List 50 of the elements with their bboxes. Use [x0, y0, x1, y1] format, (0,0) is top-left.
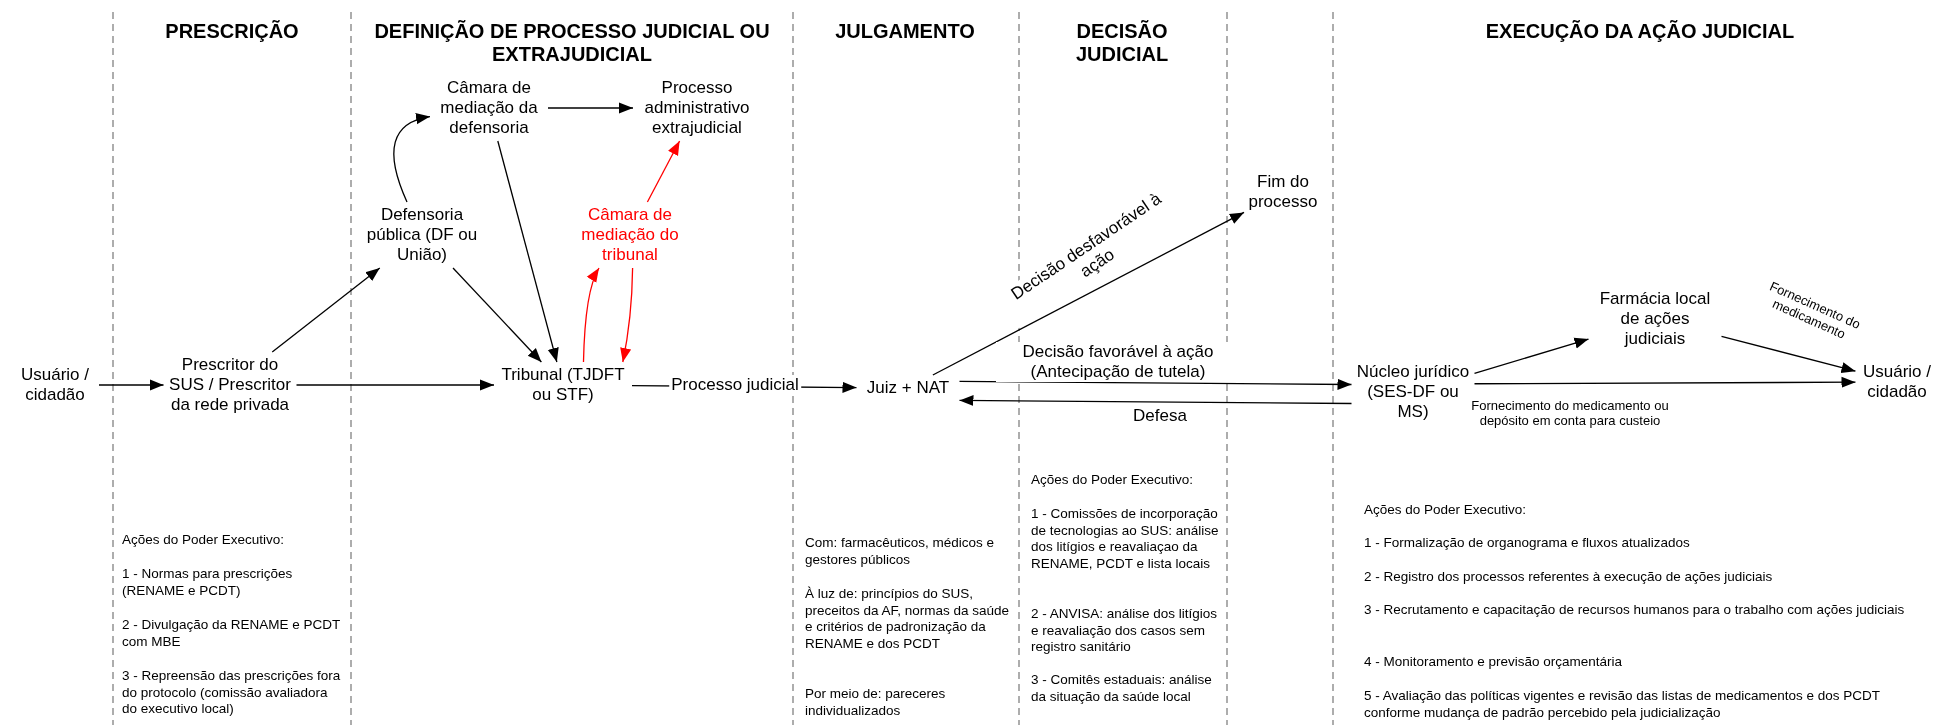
- arrow: [98, 379, 165, 391]
- step-text: Defensoria pública (DF ou União): [362, 205, 482, 265]
- note-text: 2 - ANVISA: análise dos litígios e reavaliação dos casos sem registro sanitário: [1031, 606, 1219, 656]
- edge-label: Processo judicial: [669, 375, 801, 395]
- arrow: [1720, 335, 1857, 374]
- note-text: 2 - Registro dos processos referentes à execução de ações judiciais: [1364, 569, 1774, 586]
- step-text: Câmara de mediação da defensoria: [434, 78, 544, 138]
- arrow: [1473, 376, 1857, 388]
- note-text: 2 - Divulgação da RENAME e PCDT com MBE: [122, 617, 342, 650]
- note-text: 1 - Formalização de organograma e fluxos atualizados: [1364, 535, 1691, 552]
- note-text: À luz de: princípios do SUS, preceitos da AF, normas da saúde e critérios de padronização da RENAME e dos PCDT: [805, 586, 1011, 652]
- note-text: Por meio de: pareceres individualizados: [805, 686, 947, 719]
- note-text: 3 - Recrutamento e capacitação de recursos humanos para o trabalho com ações judiciais: [1364, 602, 1906, 619]
- note-text: Ações do Poder Executivo:: [122, 532, 286, 549]
- arrow: [620, 267, 634, 363]
- note-text: Ações do Poder Executivo:: [1031, 472, 1195, 489]
- step-text: Processo administrativo extrajudicial: [637, 78, 757, 138]
- arrow: [497, 140, 559, 363]
- arrow: [452, 267, 543, 363]
- note-text: Com: farmacêuticos, médicos e gestores públicos: [805, 535, 996, 568]
- lane-heading: JULGAMENTO: [834, 20, 976, 43]
- step-text: Câmara de mediação do tribunal: [572, 205, 688, 265]
- note-text: 3 - Comitês estaduais: análise da situação da saúde local: [1031, 672, 1213, 705]
- actor-text: Usuário / cidadão: [1859, 362, 1935, 402]
- actor-text: Usuário / cidadão: [15, 365, 95, 405]
- step-text: Farmácia local de ações judiciais: [1592, 289, 1718, 349]
- arrow: [646, 140, 681, 203]
- lane-heading: DEFINIÇÃO DE PROCESSO JUDICIAL OU EXTRAJUDICIAL: [373, 20, 771, 66]
- arrow: [958, 394, 1353, 407]
- step-text: Fim do processo: [1248, 172, 1318, 212]
- note-text: 4 - Monitoramento e previsão orçamentária: [1364, 654, 1624, 671]
- note-text: 1 - Normas para prescrições (RENAME e PCDT): [122, 566, 294, 599]
- arrow: [271, 267, 381, 353]
- arrow: [582, 267, 600, 363]
- note-text: 5 - Avaliação das políticas vigentes e revisão das listas de medicamentos e dos PCDT conforme mudança de padrão percebido pela judicialização: [1364, 688, 1881, 721]
- note-text: Ações do Poder Executivo:: [1364, 502, 1528, 519]
- arrow: [958, 378, 1353, 390]
- arrow: [1473, 337, 1590, 375]
- lane-heading: EXECUÇÃO DA AÇÃO JUDICIAL: [1484, 20, 1796, 43]
- lane-heading: PRESCRIÇÃO: [164, 20, 300, 43]
- arrow: [393, 113, 431, 203]
- step-text: Tribunal (TJDFT ou STF): [498, 365, 628, 405]
- note-text: 3 - Repreensão das prescrições fora do protocolo (comissão avaliadora do executivo local): [122, 668, 342, 718]
- lane-heading: DECISÃO JUDICIAL: [1074, 20, 1170, 66]
- step-text: Prescritor do SUS / Prescritor da rede privada: [167, 355, 293, 415]
- arrow: [932, 211, 1245, 376]
- step-text: Juiz + NAT: [860, 378, 956, 398]
- note-text: 1 - Comissões de incorporação de tecnologias ao SUS: análise dos litígios e reavaliaçao da RENAME, PCDT e lista locais: [1031, 506, 1220, 572]
- arrow: [547, 102, 634, 114]
- arrow: [295, 379, 495, 391]
